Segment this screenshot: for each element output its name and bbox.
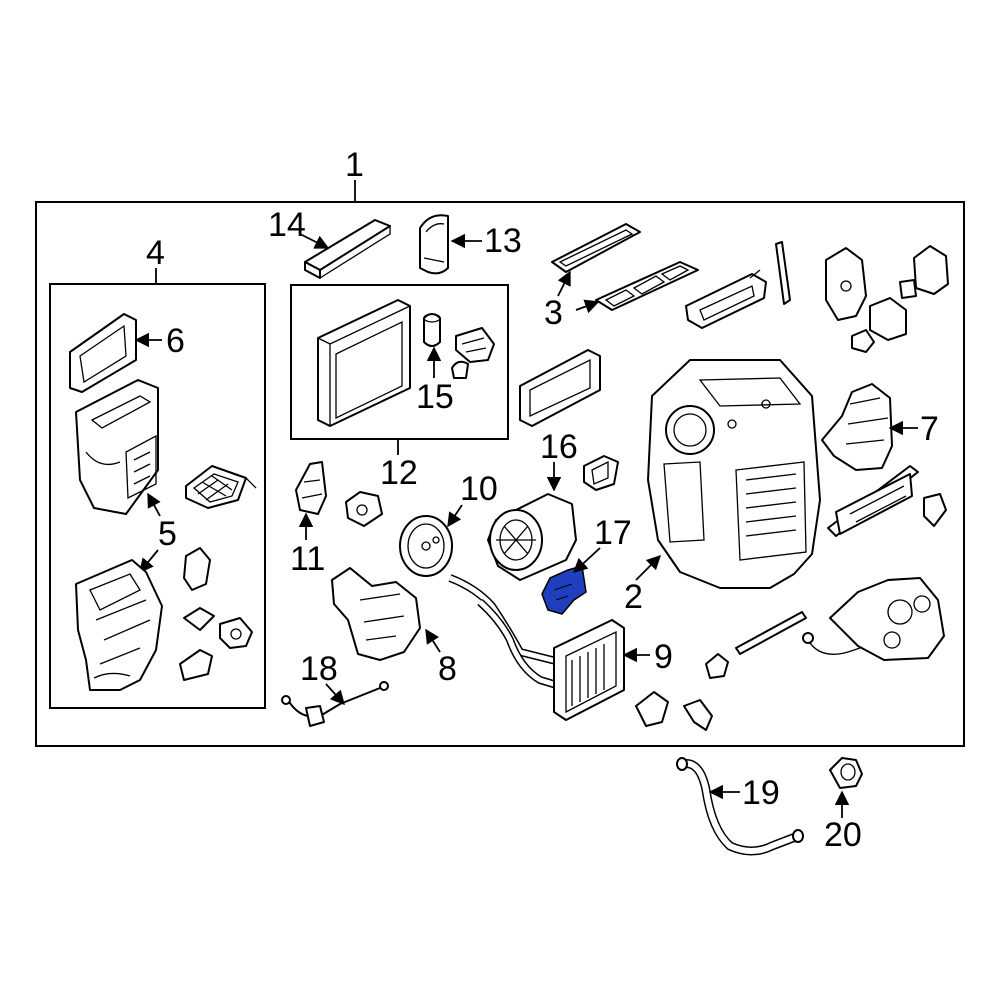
part-14-filter[interactable]	[304, 219, 391, 279]
leader-17	[572, 547, 601, 573]
callout-1: 1	[345, 146, 364, 184]
callout-19: 19	[742, 774, 780, 812]
leader-2	[635, 554, 662, 581]
part-2-heater-housing[interactable]	[647, 359, 821, 589]
leader-10	[447, 504, 463, 528]
part-17-resistor[interactable]	[541, 565, 587, 615]
part-rod[interactable]	[775, 241, 791, 305]
part-20-grommet[interactable]	[829, 757, 863, 789]
part-vent-grille-right[interactable]	[827, 465, 947, 537]
part-5-lower-case[interactable]	[75, 559, 163, 691]
callout-15: 15	[416, 378, 454, 416]
part-9-heater-core[interactable]	[448, 574, 625, 721]
part-small-connector[interactable]	[583, 455, 619, 491]
callout-9: 9	[654, 638, 673, 676]
part-12-evaporator[interactable]	[317, 299, 411, 427]
callout-5: 5	[158, 515, 177, 553]
callout-6: 6	[166, 322, 185, 360]
callout-11: 11	[290, 540, 325, 578]
leader-3b	[575, 299, 600, 314]
callout-8: 8	[438, 650, 457, 688]
part-small-clips-bottom[interactable]	[635, 653, 729, 731]
part-mode-motor[interactable]	[802, 577, 945, 661]
part-16-blower-motor[interactable]	[487, 493, 577, 581]
callout-13: 13	[484, 222, 522, 260]
callout-4: 4	[146, 234, 165, 272]
group-12-frame	[290, 284, 509, 440]
part-19-drain-hose[interactable]	[676, 757, 804, 856]
part-actuators-top[interactable]	[825, 245, 949, 353]
part-15-expansion-valve[interactable]	[423, 313, 495, 379]
part-8-duct-piece[interactable]	[331, 567, 421, 661]
leader-5a	[147, 492, 161, 517]
leader-8	[425, 628, 441, 653]
callout-12: 12	[380, 454, 418, 492]
group-4-frame	[49, 283, 266, 709]
leader-3a	[557, 270, 571, 297]
part-6-gasket[interactable]	[69, 313, 137, 393]
callout-17: 17	[594, 514, 632, 552]
part-7-actuator[interactable]	[821, 383, 893, 471]
part-5-intake-housing[interactable]	[75, 379, 159, 515]
callout-20: 20	[824, 816, 862, 854]
part-11-bracket[interactable]	[295, 461, 383, 527]
part-filter-element[interactable]	[519, 349, 601, 427]
callout-3: 3	[544, 294, 563, 332]
part-5-small-parts[interactable]	[179, 547, 253, 681]
part-10-fan-wheel[interactable]	[399, 515, 453, 577]
outer-frame	[35, 201, 965, 747]
part-long-rod[interactable]	[735, 611, 807, 655]
part-18-sensor[interactable]	[281, 681, 389, 727]
callout-14: 14	[268, 206, 306, 244]
callout-16: 16	[540, 428, 578, 466]
callout-2: 2	[624, 578, 643, 616]
leader-14	[299, 233, 330, 249]
callout-18: 18	[300, 650, 338, 688]
part-13-duct[interactable]	[419, 214, 449, 275]
callout-10: 10	[460, 470, 498, 508]
part-5-filter-cover[interactable]	[185, 465, 257, 509]
leader-18	[325, 683, 345, 706]
callout-7: 7	[920, 410, 939, 448]
part-3-vent-frames[interactable]	[551, 223, 767, 329]
